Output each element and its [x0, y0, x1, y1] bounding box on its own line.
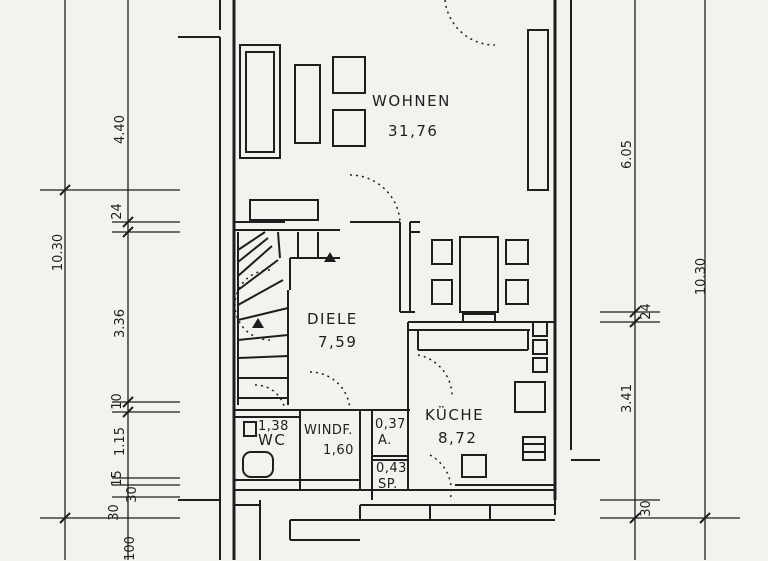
room-area-diele: 7,59 — [318, 333, 358, 351]
room-area-kueche: 8,72 — [438, 429, 478, 447]
dimension-right-30: 30 — [638, 500, 654, 517]
dimension-right-24: 24 — [638, 303, 654, 320]
room-name-windf: WINDF. — [304, 423, 353, 438]
room-name-a: A. — [378, 433, 392, 448]
dimension-left-100: 100 — [122, 536, 138, 561]
dimension-left-30b: 30 — [106, 504, 122, 521]
room-area-sp: 0,43 — [376, 461, 407, 476]
dimension-left-10: 10 — [109, 393, 125, 410]
dimension-left-24: 24 — [109, 203, 125, 220]
room-name-wc: WC — [258, 431, 287, 449]
dimension-right-total: 10.30 — [694, 257, 710, 296]
dimension-left-30a: 30 — [124, 486, 140, 503]
room-name-diele: DIELE — [307, 310, 358, 328]
room-name-kueche: KÜCHE — [425, 406, 485, 424]
room-area-windf: 1,60 — [323, 443, 354, 458]
room-area-wc: 1,38 — [258, 419, 289, 434]
dimension-left-15: 15 — [109, 470, 125, 487]
room-name-wohnen: WOHNEN — [372, 92, 451, 110]
dimension-right-6-05: 6.05 — [619, 140, 635, 169]
room-area-wohnen: 31,76 — [388, 122, 439, 140]
dimension-left-3-36: 3.36 — [112, 309, 128, 338]
dimension-left-4-40: 4.40 — [112, 115, 128, 144]
dimension-left-total: 10.30 — [51, 233, 67, 272]
dimension-left-1-15: 1.15 — [112, 427, 128, 456]
room-area-a: 0,37 — [375, 417, 406, 432]
dimension-right-3-41: 3.41 — [619, 384, 635, 413]
room-name-sp: SP. — [378, 477, 398, 492]
